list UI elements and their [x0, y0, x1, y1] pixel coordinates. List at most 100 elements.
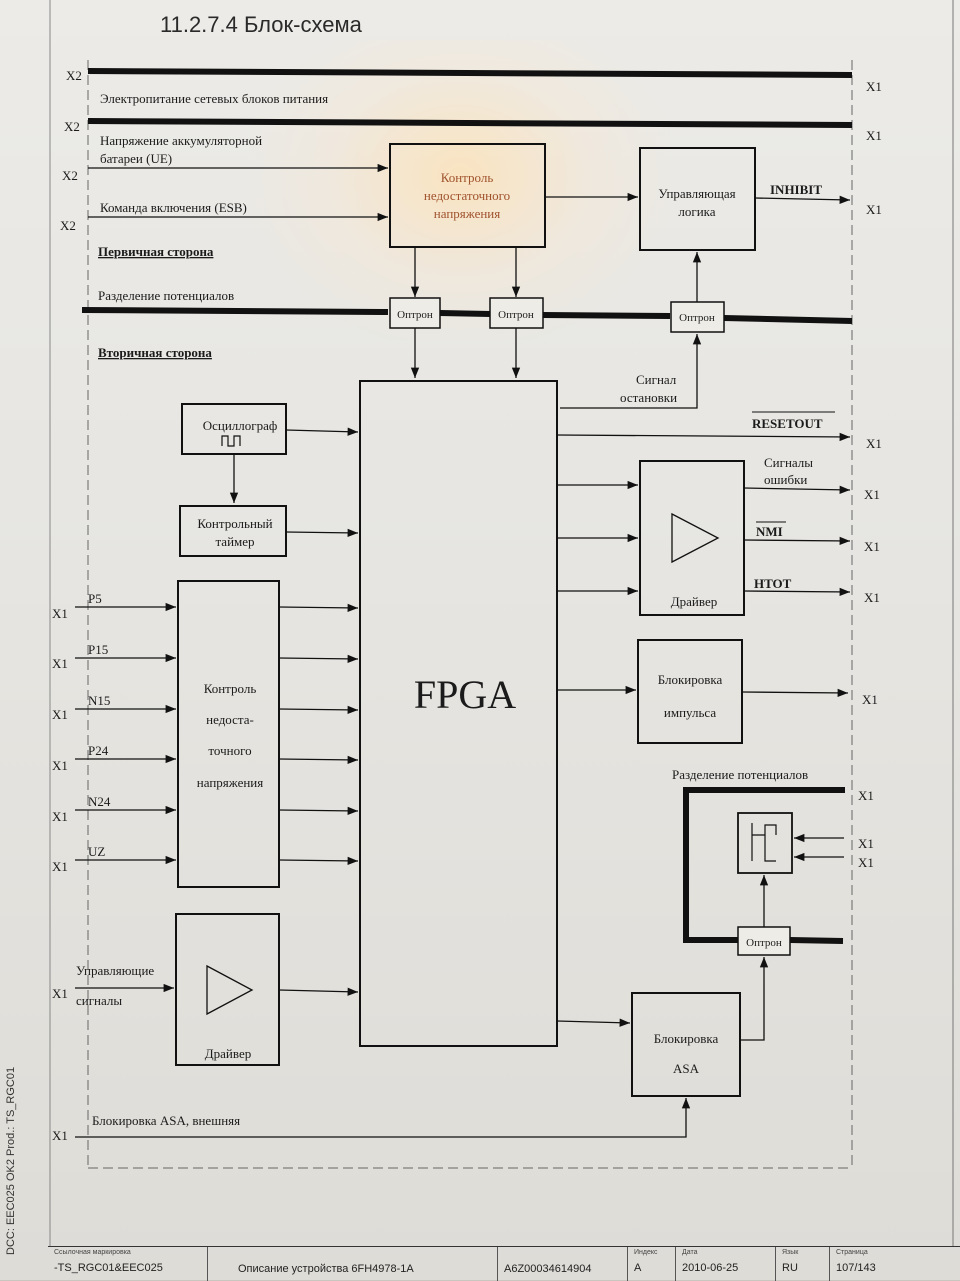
optocoupler-4-label: Оптрон [746, 937, 782, 949]
fpga-label: FPGA [414, 672, 516, 717]
input-p5-label: P5 [88, 591, 102, 606]
relay-box [737, 812, 793, 874]
secondary-side-label: Вторичная сторона [98, 345, 212, 360]
footer-title-cell: Описание устройства 6FH4978-1A [208, 1247, 498, 1281]
x1-connector: X1 [52, 859, 68, 874]
primary-side-label: Первичная сторона [98, 244, 214, 259]
document-footer: Ссылочная маркировка -TS_RGC01&EEC025 Оп… [48, 1246, 960, 1281]
footer-lang-cell: Язык RU [776, 1247, 830, 1281]
x1-connector: X1 [858, 836, 874, 851]
input-driver-label: Драйвер [205, 1046, 251, 1061]
input-p15-label: P15 [88, 642, 108, 657]
pulse-block-line-2: импульса [664, 705, 716, 720]
clock-waveform-icon [221, 435, 241, 447]
undervoltage-left-line-4: напряжения [197, 775, 263, 790]
x1-connector: X1 [52, 1128, 68, 1143]
footer-index-caption: Индекс [634, 1249, 658, 1256]
output-driver-box [639, 460, 745, 616]
footer-ref-value: -TS_RGC01&EEC025 [54, 1262, 163, 1274]
uv-fpga-arrow [278, 603, 359, 613]
x1-connector: X1 [52, 809, 68, 824]
footer-index-value: A [634, 1262, 642, 1274]
voltage-inputs: P5 X1 P15 X1 N15 X1 P24 X1 N24 X1 UZ X1 [52, 591, 176, 874]
asa-block-line-1: Блокировка [654, 1031, 719, 1046]
x1-connector: X1 [864, 487, 880, 502]
separation-bar-left [81, 307, 389, 315]
uv-fpga-arrow [278, 806, 359, 816]
x2-connector: X2 [64, 119, 80, 134]
undervoltage-top-line-1: Контроль [441, 170, 494, 185]
separation-right-label: Разделение потенциалов [672, 767, 808, 782]
undervoltage-to-fpga-arrows [278, 603, 359, 866]
x1-connector: X1 [858, 788, 874, 803]
uv-fpga-arrow [278, 755, 359, 765]
undervoltage-left-line-2: недоста- [206, 712, 254, 727]
input-n24-label: N24 [88, 794, 111, 809]
power-label: Электропитание сетевых блоков питания [100, 91, 328, 106]
x2-connector: X2 [66, 68, 82, 83]
optocoupler-3-label: Оптрон [679, 312, 715, 324]
control-logic-line-2: логика [678, 204, 715, 219]
footer-ref-caption: Ссылочная маркировка [54, 1249, 131, 1256]
separation-bar-mid [439, 310, 491, 317]
optocoupler-2-label: Оптрон [498, 309, 534, 321]
driver-to-fpga-arrow [278, 987, 359, 996]
footer-lang-value: RU [782, 1262, 798, 1274]
footer-title: Описание устройства 6FH4978-1A [238, 1263, 414, 1275]
input-p24-label: P24 [88, 743, 109, 758]
oscillator-label: Осциллограф [203, 418, 278, 433]
input-driver-box [175, 913, 280, 1066]
separation-bar-mid-right [542, 312, 671, 319]
footer-date-value: 2010-06-25 [682, 1262, 739, 1274]
x1-connector: X1 [52, 986, 68, 1001]
x1-connector: X1 [52, 758, 68, 773]
pulse-block-box [637, 639, 743, 744]
htot-label: HTOT [754, 576, 792, 591]
undervoltage-control-left-box [177, 580, 280, 888]
uv-fpga-arrow [278, 654, 359, 664]
timer-line-2: таймер [215, 534, 254, 549]
footer-page-cell: Страница 107/143 [830, 1247, 910, 1281]
optocoupler-1-box [389, 297, 441, 329]
control-logic-box [639, 147, 756, 251]
x1-connector: X1 [866, 202, 882, 217]
uv-fpga-arrow [278, 856, 359, 866]
undervoltage-top-line-3: напряжения [434, 206, 500, 221]
timer-line-1: Контрольный [197, 516, 272, 531]
separation-frame-bottom [789, 937, 844, 944]
asa-block-line-2: ASA [673, 1061, 700, 1076]
error-signals-arrow [743, 485, 851, 494]
fpga-box [359, 380, 558, 1047]
relay-switch-icon [751, 823, 777, 862]
pulse-output-arrow [741, 688, 849, 698]
footer-date-cell: Дата 2010-06-25 [676, 1247, 776, 1281]
x2-connector: X2 [60, 218, 76, 233]
undervoltage-control-top-box [389, 143, 546, 248]
optocoupler-1-label: Оптрон [397, 309, 433, 321]
section-heading: 11.2.7.4 Блок-схема [160, 12, 363, 37]
footer-lang-caption: Язык [782, 1249, 799, 1256]
x2-connector: X2 [62, 168, 78, 183]
undervoltage-left-line-3: точного [208, 743, 251, 758]
x1-connector: X1 [866, 436, 882, 451]
control-signals-line-1: Управляющие [76, 963, 154, 978]
footer-docnum-cell: A6Z00034614904 [498, 1247, 628, 1281]
separation-label: Разделение потенциалов [98, 288, 234, 303]
x1-connector: X1 [862, 692, 878, 707]
error-signals-line-1: Сигналы [764, 455, 813, 470]
stop-signal-line-1: Сигнал [636, 372, 677, 387]
resetout-arrow [556, 432, 851, 442]
inhibit-label: INHIBIT [770, 182, 822, 197]
stop-signal-line [560, 334, 702, 409]
uv-fpga-arrow [278, 705, 359, 715]
separation-bar-right [723, 315, 853, 324]
output-driver-label: Драйвер [671, 594, 717, 609]
asa-external-arrow [75, 1098, 691, 1138]
amplifier-triangle-icon [206, 964, 254, 1016]
x1-connector: X1 [866, 128, 882, 143]
htot-arrow [743, 587, 851, 597]
input-n15-label: N15 [88, 693, 110, 708]
esb-label: Команда включения (ESB) [100, 200, 247, 215]
power-bus-1 [87, 68, 853, 78]
